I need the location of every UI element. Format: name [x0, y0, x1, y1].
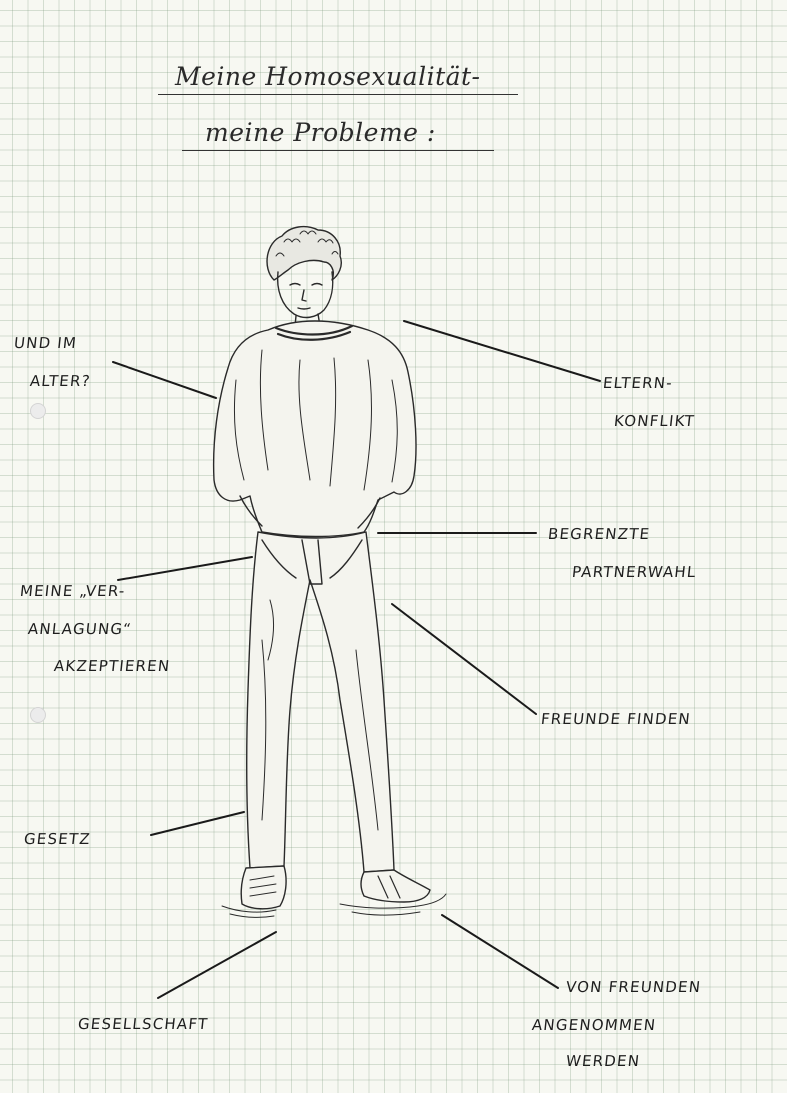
label-freunde-finden: FREUNDE FINDEN: [540, 710, 692, 728]
pointer-line-von-freunden: [442, 915, 558, 988]
person-figure: [214, 227, 446, 918]
pointer-line-akzeptieren: [118, 557, 252, 580]
face: [278, 272, 333, 317]
label-werden: WERDEN: [565, 1052, 641, 1070]
label-alter: ALTER?: [29, 372, 92, 390]
label-konflikt: KONFLIKT: [613, 412, 696, 430]
mouth: [298, 308, 310, 309]
label-und-im: UND IM: [13, 334, 78, 352]
left-shoe: [241, 866, 286, 909]
label-akzeptieren: AKZEPTIEREN: [53, 657, 171, 675]
pointer-line-alter: [113, 362, 216, 398]
pointer-line-freunde-finden: [392, 604, 536, 714]
label-gesetz: GESETZ: [23, 830, 92, 848]
nose: [302, 290, 306, 301]
right-eye: [312, 284, 322, 286]
pointer-line-gesetz: [151, 812, 244, 835]
label-partnerwahl: PARTNERWAHL: [571, 563, 697, 581]
label-eltern: ELTERN-: [602, 374, 674, 392]
pointer-line-gesellschaft: [158, 932, 276, 998]
trousers: [247, 532, 394, 872]
pointer-line-eltern: [404, 321, 600, 381]
label-gesellschaft: GESELLSCHAFT: [77, 1015, 209, 1033]
right-shoe: [361, 870, 430, 902]
label-begrenzte: BEGRENZTE: [547, 525, 651, 543]
label-von-freunden: VON FREUNDEN: [565, 978, 702, 996]
left-eye: [290, 284, 300, 286]
label-meine-ver: MEINE „VER-: [19, 582, 126, 600]
label-angenommen: ANGENOMMEN: [531, 1016, 657, 1034]
label-anlagung: ANLAGUNG“: [27, 620, 133, 638]
